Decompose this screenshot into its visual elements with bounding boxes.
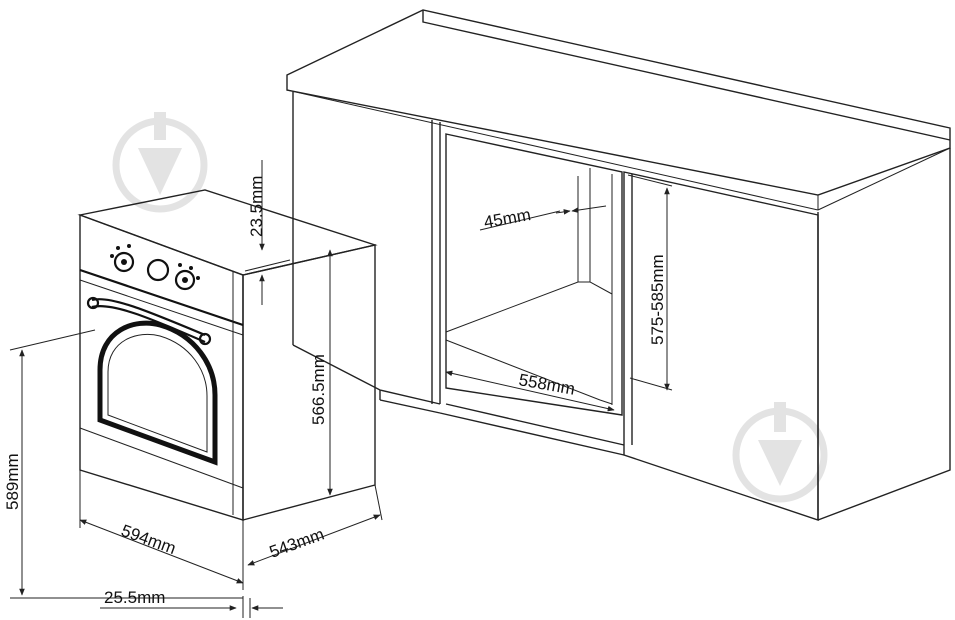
label-width: 594mm bbox=[119, 521, 179, 558]
control-knob-icon bbox=[110, 244, 200, 291]
watermark-logo-icon bbox=[112, 112, 208, 213]
label-niche-height: 575-585mm bbox=[648, 254, 667, 345]
oven-handle-icon bbox=[86, 296, 212, 346]
label-total-height: 589mm bbox=[3, 453, 22, 510]
label-top-offset: 23.5mm bbox=[247, 176, 266, 237]
kitchen-cabinet bbox=[286, 9, 951, 521]
niche-dimensions: 45mm 558mm 575-585mm bbox=[445, 174, 673, 412]
label-depth: 543mm bbox=[267, 525, 327, 562]
watermark-logo-icon bbox=[732, 402, 828, 503]
oven bbox=[77, 189, 378, 521]
label-back-gap: 45mm bbox=[482, 205, 532, 232]
label-front-offset: 25.5mm bbox=[104, 588, 165, 607]
label-oven-height: 566.5mm bbox=[309, 354, 328, 425]
oven-window-icon bbox=[97, 320, 218, 466]
